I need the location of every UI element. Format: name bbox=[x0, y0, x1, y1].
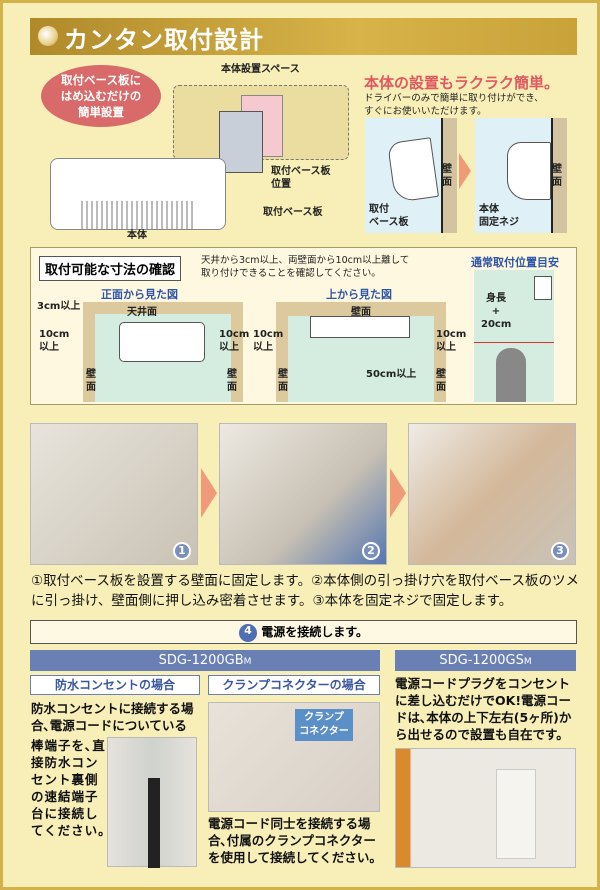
wall-label: 壁面 bbox=[278, 369, 288, 393]
normal-position-diagram bbox=[474, 270, 554, 402]
step-4-text: 電源を接続します。 bbox=[261, 625, 368, 639]
ceiling-label: 天井面 bbox=[127, 307, 157, 318]
wall-label: 壁面 bbox=[436, 369, 446, 393]
gap-10cm-label: 10cm bbox=[39, 329, 70, 340]
gap-10cm-label: 10cm bbox=[253, 329, 284, 340]
clamp-title: クランプコネクターの場合 bbox=[208, 675, 380, 695]
section-header: カンタン取付設計 bbox=[30, 18, 577, 55]
gap-10cm-label: 10cm bbox=[219, 329, 250, 340]
normal-position-title: 通常取付位置目安 bbox=[471, 256, 559, 269]
text-line: 防水コンセントに接続する場 bbox=[31, 701, 194, 716]
headline: 本体の設置もラクラク簡単。 bbox=[364, 74, 560, 92]
text-line: 電源コードプラグをコンセント bbox=[395, 676, 571, 691]
bubble-line: 簡単設置 bbox=[78, 105, 124, 119]
text-line: 電源コード同士を接続する場 bbox=[208, 816, 371, 831]
step-number-3: 3 bbox=[551, 542, 569, 560]
desc-line: ドライバーのみで簡単に取り付けができ、 bbox=[364, 93, 544, 104]
text-line: セント裏側 bbox=[31, 772, 99, 787]
wall-label: 壁面 bbox=[351, 307, 371, 318]
top-view-title: 上から見た図 bbox=[326, 288, 392, 301]
body-label: 本体 bbox=[127, 230, 147, 241]
step-photo-2: 2 bbox=[219, 423, 387, 565]
text-line: の速結端子 bbox=[31, 789, 99, 804]
gap-50cm-label: 50cm以上 bbox=[366, 369, 417, 380]
callout-bubble: 取付ベース板に はめ込むだけの 簡単設置 bbox=[41, 65, 161, 127]
wall-label: 壁面 bbox=[86, 369, 96, 393]
gap-10cm-label: 10cm bbox=[436, 329, 467, 340]
model-suffix: M bbox=[523, 657, 532, 667]
text-line: 台に接続し bbox=[31, 806, 99, 821]
gap-3cm-label: 3cm以上 bbox=[37, 301, 81, 312]
gap-10cm-label: 以上 bbox=[39, 342, 59, 353]
height-label: + bbox=[491, 306, 501, 317]
gap-10cm-label: 以上 bbox=[219, 342, 239, 353]
install-step-b: 壁面 本体固定ネジ bbox=[475, 118, 567, 233]
steps-caption: ①取付ベース板を設置する壁面に固定します。②本体側の引っ掛け穴を取付ベース板のツ… bbox=[31, 573, 580, 609]
wall-label: 壁面 bbox=[442, 164, 452, 188]
step-number-1: 1 bbox=[173, 542, 191, 560]
model-suffix: M bbox=[243, 657, 252, 667]
step-photo-1: 1 bbox=[30, 423, 198, 565]
plate-label: 取付ベース板 bbox=[263, 207, 323, 218]
plate-position-label: 位置 bbox=[271, 179, 291, 190]
plate-small-label: ベース板 bbox=[369, 217, 409, 228]
plug-photo bbox=[395, 748, 576, 868]
dimension-check-box: 取付可能な寸法の確認 天井から3cm以上、両壁面から10cm以上離して取り付けで… bbox=[30, 247, 577, 405]
tag-line: コネクター bbox=[299, 726, 349, 737]
plate-position-label: 取付ベース板 bbox=[271, 166, 331, 177]
waterproof-outlet-photo bbox=[107, 737, 197, 868]
screw-label: 固定ネジ bbox=[479, 217, 519, 228]
gap-10cm-label: 以上 bbox=[436, 342, 456, 353]
wall-label: 壁面 bbox=[227, 369, 237, 393]
section-title: カンタン取付設計 bbox=[64, 26, 264, 54]
step-photo-3: 3 bbox=[408, 423, 576, 565]
model-gs-name: SDG-1200GS bbox=[439, 653, 524, 668]
text-line: てください。 bbox=[31, 823, 112, 838]
text-line: 棒端子を､直 bbox=[31, 738, 106, 753]
clamp-connector-photo: クランプコネクター bbox=[208, 702, 380, 812]
model-gb-header: SDG-1200GBM bbox=[30, 650, 380, 671]
front-view-title: 正面から見た図 bbox=[101, 288, 178, 301]
mount-plate bbox=[219, 111, 263, 173]
text-line: に差し込むだけでOK!電源コー bbox=[395, 693, 572, 708]
bullet-icon bbox=[38, 26, 58, 46]
text-line: 合､付属のクランプコネクター bbox=[208, 833, 376, 848]
desc-line: すぐにお使いいただけます。 bbox=[364, 106, 487, 117]
wall-label: 壁面 bbox=[552, 164, 562, 188]
step-number-2: 2 bbox=[362, 542, 380, 560]
plate-small-label: 取付 bbox=[369, 204, 389, 215]
waterproof-title: 防水コンセントの場合 bbox=[30, 675, 200, 695]
bubble-line: 取付ベース板に bbox=[61, 73, 141, 87]
text-line: を使用して接続してください。 bbox=[208, 850, 382, 865]
install-step-a: 壁面 取付ベース板 bbox=[365, 118, 457, 233]
model-gb-name: SDG-1200GB bbox=[158, 653, 244, 668]
text-line: 接防水コン bbox=[31, 755, 99, 770]
arrow-right-icon bbox=[201, 468, 217, 518]
step-number-4: 4 bbox=[239, 623, 257, 642]
person-silhouette bbox=[496, 348, 526, 402]
arrow-right-icon bbox=[459, 153, 471, 189]
top-view-diagram bbox=[276, 302, 446, 402]
arrow-right-icon bbox=[390, 468, 406, 518]
model-gs-header: SDG-1200GSM bbox=[395, 650, 576, 671]
height-label: 20cm bbox=[481, 319, 512, 330]
step-4-box: 4 電源を接続します。 bbox=[30, 620, 577, 644]
front-view-diagram bbox=[83, 302, 243, 402]
dimension-title: 取付可能な寸法の確認 bbox=[39, 256, 182, 281]
heater-illustration bbox=[50, 158, 226, 230]
note-line: 取り付けできることを確認してください。 bbox=[201, 268, 381, 279]
gap-10cm-label: 以上 bbox=[253, 342, 273, 353]
height-label: 身長 bbox=[486, 293, 506, 304]
text-line: ら出せるので設置も自在です。 bbox=[395, 727, 569, 742]
space-label: 本体設置スペース bbox=[221, 64, 300, 75]
clamp-tag: クランプコネクター bbox=[295, 709, 353, 741]
screw-label: 本体 bbox=[479, 204, 499, 215]
text-line: ドは､本体の上下左右(5ヶ所)か bbox=[395, 710, 572, 725]
tag-line: クランプ bbox=[304, 712, 344, 723]
text-line: 合､電源コードについている bbox=[31, 718, 187, 733]
bubble-line: はめ込むだけの bbox=[60, 89, 142, 103]
note-line: 天井から3cm以上、両壁面から10cm以上離して bbox=[201, 255, 410, 266]
